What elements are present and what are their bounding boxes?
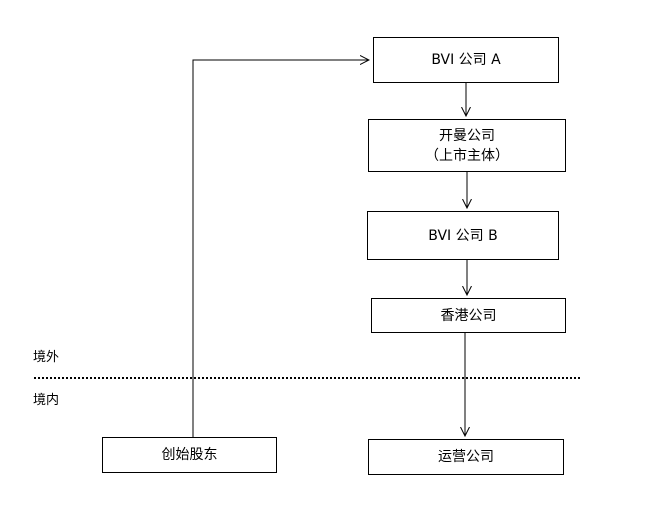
entity-hongkong-label: 香港公司 bbox=[440, 307, 497, 324]
entity-bvi-a-label: BVI 公司 A bbox=[431, 52, 501, 68]
entity-operating: 运营公司 bbox=[368, 439, 564, 475]
entity-kaiman-label: 开曼公司 bbox=[439, 127, 495, 144]
entity-bvi-a: BVI 公司 A bbox=[373, 37, 559, 83]
entity-bvi-b-label: BVI 公司 B bbox=[428, 227, 498, 244]
region-offshore-label: 境外 bbox=[33, 350, 60, 365]
entity-kaiman: 开曼公司 （上市主体） bbox=[368, 119, 566, 172]
region-onshore-label: 境内 bbox=[33, 393, 60, 408]
entity-operating-label: 运营公司 bbox=[438, 449, 494, 465]
entity-bvi-b: BVI 公司 B bbox=[367, 211, 559, 260]
entity-founder: 创始股东 bbox=[102, 437, 277, 473]
entity-founder-label: 创始股东 bbox=[161, 447, 218, 463]
entity-kaiman-sublabel: （上市主体） bbox=[425, 147, 509, 164]
entity-hongkong: 香港公司 bbox=[371, 298, 566, 333]
arrow-founder-to-bvi-a bbox=[192, 60, 369, 437]
